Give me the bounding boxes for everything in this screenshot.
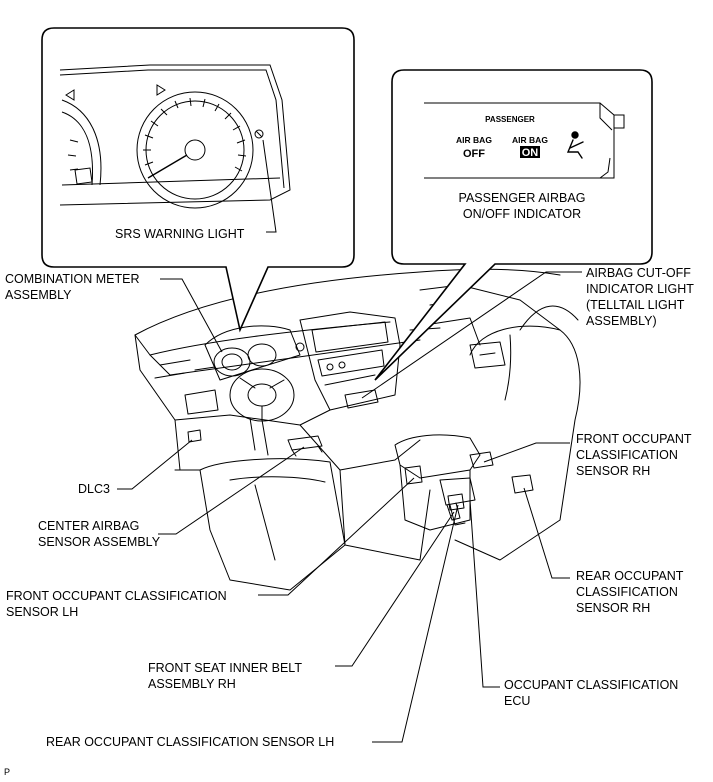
passenger-indicator-panel bbox=[424, 102, 625, 179]
leader-center-airbag bbox=[158, 446, 305, 535]
label-srs-warning-light: SRS WARNING LIGHT bbox=[115, 227, 245, 241]
label-combination-meter: COMBINATION METER ASSEMBLY bbox=[5, 272, 140, 302]
leader-combination-meter bbox=[160, 278, 223, 353]
label-airbag-cutoff-light: AIRBAG CUT-OFF INDICATOR LIGHT (TELLTAIL… bbox=[586, 266, 694, 328]
label-dlc3: DLC3 bbox=[78, 482, 110, 496]
label-front-seat-inner-belt: FRONT SEAT INNER BELT ASSEMBLY RH bbox=[148, 661, 302, 691]
leader-front-occ-lh bbox=[258, 477, 415, 596]
panel-on-state: ON bbox=[522, 147, 539, 159]
leader-airbag-cutoff bbox=[361, 271, 582, 399]
leader-front-occ-rh bbox=[483, 442, 570, 463]
label-center-airbag-sensor: CENTER AIRBAG SENSOR ASSEMBLY bbox=[38, 519, 161, 549]
leader-front-seat-belt bbox=[335, 511, 455, 667]
label-occupant-classification-ecu: OCCUPANT CLASSIFICATION ECU bbox=[504, 678, 679, 708]
corner-mark: P bbox=[4, 767, 11, 777]
seat-occupant-icon bbox=[566, 131, 584, 159]
speedometer-ticks bbox=[143, 97, 247, 172]
leader-rear-occ-lh bbox=[372, 504, 459, 743]
leader-dlc3 bbox=[117, 439, 193, 490]
label-front-occ-sensor-rh: FRONT OCCUPANT CLASSIFICATION SENSOR RH bbox=[576, 432, 692, 478]
passenger-airbag-callout: PASSENGER AIR BAG OFF AIR BAG ON bbox=[374, 69, 653, 381]
airbag-on-highlight bbox=[520, 146, 540, 158]
label-front-occ-sensor-lh: FRONT OCCUPANT CLASSIFICATION SENSOR LH bbox=[6, 589, 227, 619]
panel-off-caption: AIR BAG bbox=[456, 135, 492, 145]
panel-heading: PASSENGER bbox=[485, 115, 535, 124]
airbag-callout-frame bbox=[374, 69, 653, 381]
panel-off-state: OFF bbox=[463, 148, 485, 160]
leader-occupant-ecu bbox=[469, 499, 500, 688]
panel-on-caption: AIR BAG bbox=[512, 135, 548, 145]
label-passenger-airbag-indicator: PASSENGER AIRBAG ON/OFF INDICATOR bbox=[458, 191, 586, 221]
label-rear-occ-sensor-rh: REAR OCCUPANT CLASSIFICATION SENSOR RH bbox=[576, 569, 684, 615]
leader-rear-occ-rh bbox=[523, 487, 570, 579]
combination-meter-callout bbox=[41, 27, 355, 333]
combination-meter-closeup bbox=[59, 64, 291, 209]
label-rear-occ-sensor-lh: REAR OCCUPANT CLASSIFICATION SENSOR LH bbox=[46, 735, 335, 749]
leader-lines bbox=[117, 271, 582, 743]
vehicle-interior-drawing bbox=[134, 268, 581, 591]
